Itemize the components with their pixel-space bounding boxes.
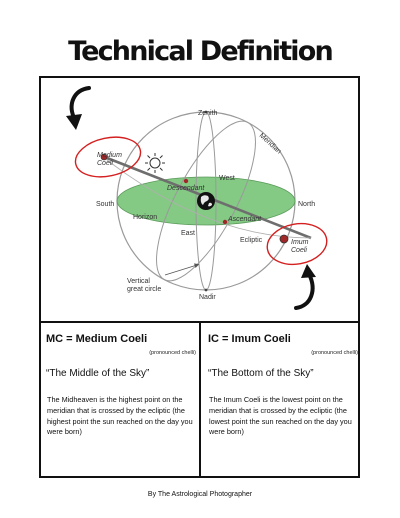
ic-definition-card: IC = Imum Coeli (pronounced chelli) “The… (208, 333, 360, 438)
label-medium-coeli-line: Coeli (97, 160, 113, 167)
label-ecliptic: Ecliptic (240, 237, 263, 244)
arrow-down-head (66, 114, 82, 130)
label-east: East (181, 230, 195, 237)
label-nadir: Nadir (199, 294, 216, 301)
mc-heading: MC = Medium Coeli (46, 333, 148, 345)
ic-point (279, 234, 289, 244)
label-medium-coeli-line: Medium (97, 152, 122, 159)
celestial-sphere-diagram: Zenith Meridian Medium Coeli Descendant … (66, 86, 328, 310)
label-vertical-great-circle-line: Vertical (127, 278, 150, 285)
mc-highlight-ring (74, 136, 142, 178)
ascendant-point (222, 219, 228, 225)
label-ascendant: Ascendant (227, 216, 262, 223)
mc-quote: “The Middle of the Sky” (46, 368, 150, 379)
nadir-point (204, 288, 208, 292)
arrow-up-icon (294, 272, 315, 310)
footer-credit: By The Astrological Photographer (147, 491, 253, 498)
label-south: South (96, 201, 114, 208)
ic-body: The Imum Coeli is the lowest point on th… (209, 395, 352, 437)
ic-quote: “The Bottom of the Sky” (208, 368, 314, 379)
label-imum-coeli: Imum Coeli (291, 239, 310, 254)
mc-pronunciation: (pronounced chelli) (149, 350, 196, 356)
label-vertical-great-circle-line: great circle (127, 286, 161, 293)
mc-body: The Midheaven is the highest point on th… (47, 395, 193, 437)
label-descendant: Descendant (167, 185, 205, 192)
earth-icon (197, 192, 215, 210)
sun-icon (145, 153, 165, 173)
mc-point (100, 153, 108, 161)
zenith-point (204, 110, 208, 114)
label-north: North (298, 201, 315, 208)
label-horizon: Horizon (133, 214, 157, 221)
label-imum-coeli-line: Coeli (291, 247, 307, 254)
section-divider-vertical (199, 321, 201, 478)
page-title: Technical Definition (68, 36, 334, 67)
label-imum-coeli-line: Imum (291, 239, 309, 246)
label-meridian: Meridian (258, 132, 283, 155)
label-west: West (219, 175, 235, 182)
label-medium-coeli: Medium Coeli (97, 152, 124, 167)
descendant-point (183, 178, 189, 184)
label-zenith: Zenith (198, 110, 218, 117)
arrow-up-head (301, 264, 316, 278)
mc-definition-card: MC = Medium Coeli (pronounced chelli) “T… (46, 333, 198, 438)
ic-pronunciation: (pronounced chelli) (311, 350, 358, 356)
vertical-circle-pointer (164, 263, 200, 276)
label-vertical-great-circle: Vertical great circle (127, 278, 161, 293)
ic-heading: IC = Imum Coeli (208, 333, 291, 345)
ic-highlight-ring (266, 222, 328, 266)
